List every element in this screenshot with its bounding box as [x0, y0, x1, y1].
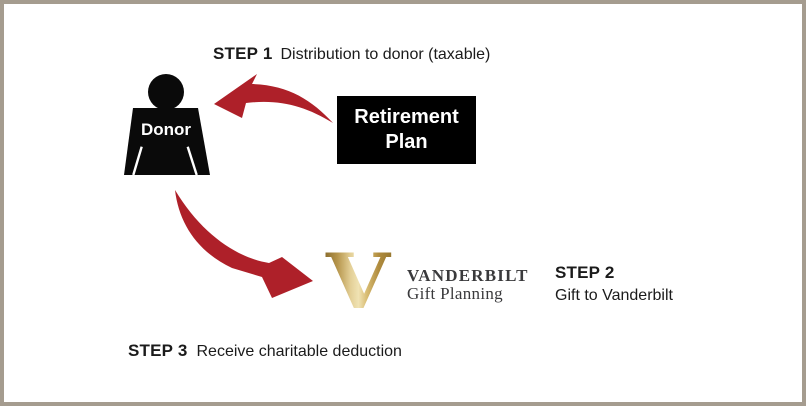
vanderbilt-wordmark: VANDERBILT: [407, 266, 529, 285]
step2-label: STEP 2: [555, 263, 615, 282]
retirement-plan-line2: Plan: [385, 131, 428, 153]
vanderbilt-subtitle: Gift Planning: [407, 284, 503, 303]
step2-caption: STEP 2 Gift to Vanderbilt: [555, 263, 673, 305]
retirement-plan-box: Retirement Plan: [337, 96, 476, 164]
step2-text: Gift to Vanderbilt: [555, 287, 673, 304]
arrow-step1-icon: [214, 74, 333, 123]
step1-caption: STEP 1 Distribution to donor (taxable): [213, 44, 490, 64]
step3-text: Receive charitable deduction: [196, 343, 402, 360]
step3-caption: STEP 3 Receive charitable deduction: [128, 341, 402, 361]
vanderbilt-v-icon: V: [325, 237, 392, 326]
donor-icon: [124, 74, 210, 176]
donor-label: Donor: [140, 120, 192, 139]
step1-label: STEP 1: [213, 44, 273, 63]
step3-label: STEP 3: [128, 341, 188, 360]
step1-text: Distribution to donor (taxable): [280, 46, 491, 63]
arrow-step2-icon: [175, 190, 313, 298]
retirement-plan-line1: Retirement: [354, 106, 459, 128]
